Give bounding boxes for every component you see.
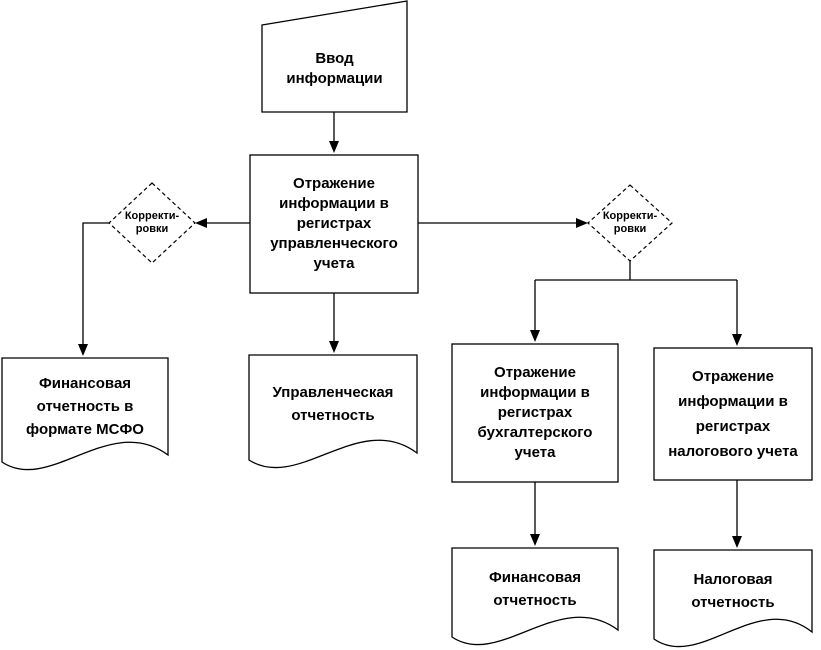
document-shape-management-reporting (248, 354, 418, 469)
document-shape-tax-reporting (653, 549, 813, 648)
process-box-tax-registers (653, 347, 813, 481)
decision-diamond-right (587, 184, 673, 262)
process-box-accounting-registers (451, 343, 619, 483)
edge-left-adjustments-to-ifrs-reporting (78, 222, 109, 356)
document-shape-ifrs-reporting (1, 357, 169, 471)
decision-diamond-left (108, 182, 196, 264)
process-box-management-registers (249, 154, 419, 294)
manual-input-shape (261, 0, 408, 113)
document-shape-financial-reporting (451, 547, 619, 646)
